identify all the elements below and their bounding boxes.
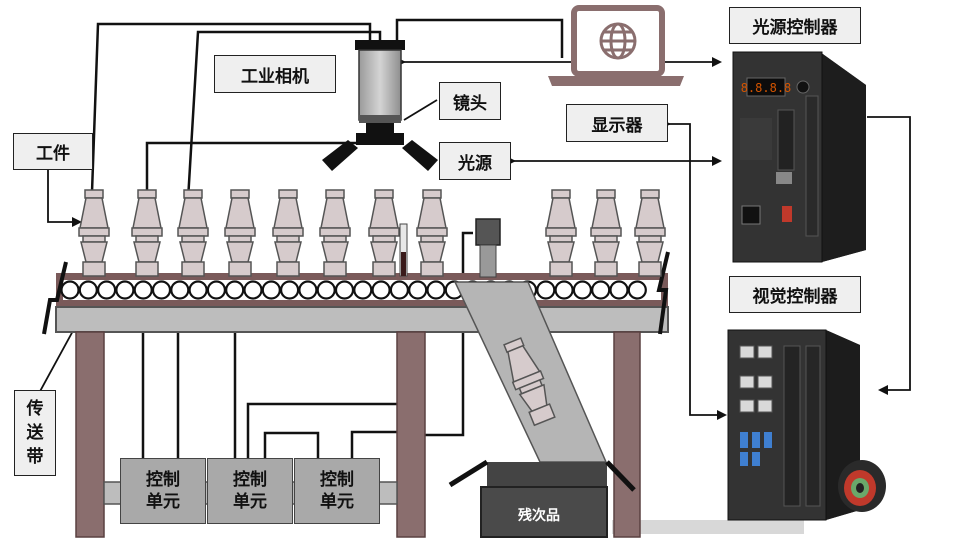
control-unit-line: 单元 [233, 492, 267, 511]
workpiece [272, 189, 304, 277]
workpiece [319, 189, 351, 277]
belt-roller [426, 280, 446, 300]
belt-roller [243, 280, 263, 300]
belt-roller [554, 280, 574, 300]
belt-roller [78, 280, 98, 300]
label-reject-bin: 残次品 [518, 507, 560, 523]
belt-roller [170, 280, 190, 300]
belt-roller [627, 280, 647, 300]
workpiece [224, 189, 256, 277]
workpiece [78, 189, 110, 277]
belt-roller [334, 280, 355, 300]
control-unit-line: 控制 [320, 470, 354, 489]
workpiece [634, 189, 666, 277]
control-unit-line: 单元 [320, 492, 354, 511]
workpiece [177, 189, 209, 277]
control-unit-2: 控制 单元 [207, 458, 293, 524]
label-light-controller: 光源控制器 [729, 7, 861, 44]
belt-roller [188, 280, 208, 300]
reject-sensor [475, 218, 501, 278]
control-unit-line: 控制 [233, 470, 267, 489]
control-unit-line: 单元 [146, 492, 180, 511]
laptop-icon [548, 5, 684, 86]
belt-roller [261, 280, 281, 300]
control-unit-line: 控制 [146, 470, 180, 489]
label-conveyor-char: 送 [26, 423, 44, 442]
belt-roller [389, 280, 409, 300]
belt-roller [371, 280, 391, 300]
light-controller-device: 8.8.8.8 [732, 51, 866, 263]
trigger-sensor-mark [401, 252, 406, 276]
label-vision-controller: 视觉控制器 [729, 276, 861, 313]
label-display: 显示器 [566, 104, 668, 142]
reject-bin [448, 459, 636, 538]
workpieces [78, 189, 666, 277]
belt-roller [225, 280, 245, 300]
defective-part [503, 337, 556, 427]
workpiece [131, 189, 163, 277]
workpiece [545, 189, 577, 277]
globe-icon [599, 22, 637, 60]
label-conveyor: 传 送 带 [14, 390, 56, 476]
control-unit-3: 控制 单元 [294, 458, 380, 524]
belt-roller [151, 280, 172, 300]
belt-roller [408, 280, 428, 300]
belt-roller [572, 280, 593, 300]
control-unit-1: 控制 单元 [120, 458, 206, 524]
floor-shadow [612, 520, 804, 534]
belt-roller [353, 280, 373, 300]
light-controller-readout: 8.8.8.8 [741, 81, 792, 95]
belt-roller [133, 280, 153, 300]
lens [366, 123, 394, 133]
light-source [322, 140, 438, 171]
label-workpiece: 工件 [13, 133, 93, 170]
belt-roller [316, 280, 336, 300]
label-conveyor-char: 带 [26, 447, 44, 466]
belt-roller [60, 280, 80, 300]
conveyor-legs [75, 331, 641, 538]
label-industrial-camera: 工业相机 [214, 55, 336, 93]
label-lens: 镜头 [439, 82, 501, 120]
industrial-camera [322, 40, 438, 171]
belt-roller [96, 280, 117, 300]
workpiece [368, 189, 400, 277]
spool-accessory [838, 460, 886, 512]
workpiece [503, 337, 556, 427]
vision-controller-device [727, 329, 886, 521]
belt-roller [591, 280, 611, 300]
belt-roller [536, 280, 556, 300]
workpiece [590, 189, 622, 277]
workpiece [416, 189, 448, 277]
belt-roller [298, 280, 318, 300]
label-light-source: 光源 [439, 142, 511, 180]
connection-arrows [37, 57, 911, 420]
label-conveyor-char: 传 [26, 399, 44, 418]
belt-roller [206, 280, 226, 300]
belt-roller [609, 280, 629, 300]
belt-roller [115, 280, 135, 300]
belt-roller [280, 280, 300, 300]
